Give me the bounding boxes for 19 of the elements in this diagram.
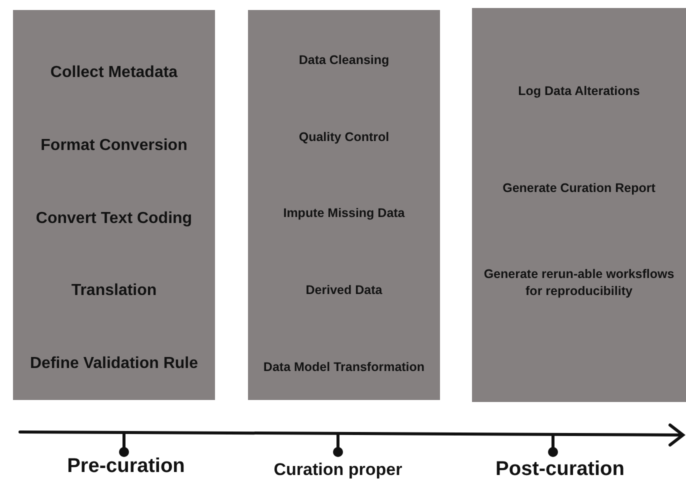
task-text: Define Validation Rule (28, 354, 200, 374)
task-text: Translation (70, 281, 158, 301)
stage-panel (472, 8, 686, 402)
task-text: Data Model Transformation (262, 359, 426, 376)
stage-panel (248, 10, 440, 400)
task-text: Convert Text Coding (34, 209, 194, 229)
task-text: Generate rerun-able worksflows for reproducibility (482, 266, 676, 300)
phase-label: Curation proper (274, 460, 402, 480)
task-text: Generate Curation Report (502, 180, 656, 197)
task-text: Derived Data (304, 282, 384, 299)
task-text: Quality Control (298, 129, 390, 146)
task-text: Collect Metadata (49, 63, 179, 83)
phase-label: Post-curation (496, 458, 624, 481)
task-text: Data Cleansing (298, 52, 390, 69)
stage-panel (13, 10, 215, 400)
task-text: Impute Missing Data (282, 205, 406, 222)
task-text: Format Conversion (40, 136, 188, 156)
phase-label: Pre-curation (67, 455, 185, 478)
task-text: Log Data Alterations (517, 83, 641, 100)
